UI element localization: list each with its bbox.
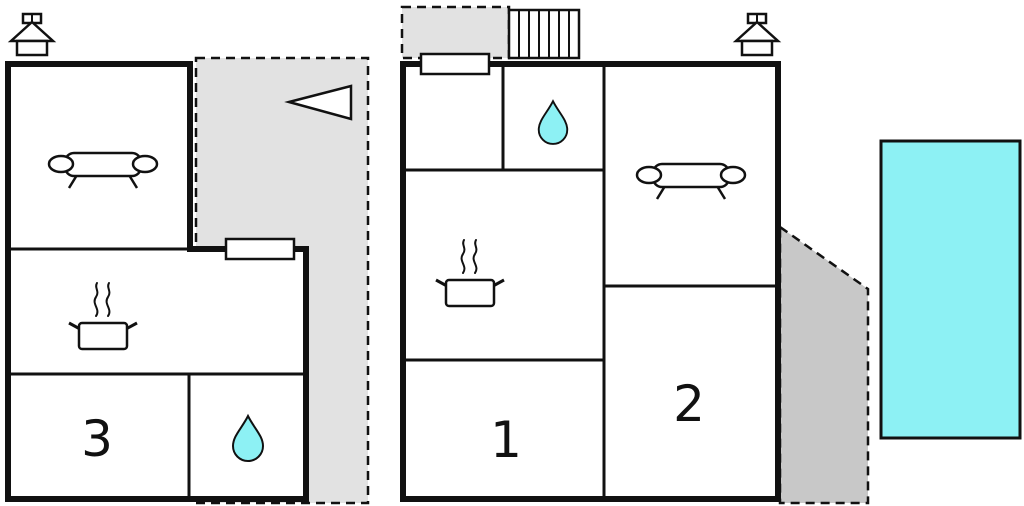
steam-icon: [472, 239, 478, 274]
left-building-interior-walls: [8, 247, 306, 499]
stove-pot-icon-right: [435, 239, 505, 308]
room-2-label: 2: [673, 375, 705, 433]
window-marker-right: [419, 52, 491, 76]
stove-pot-icon-left: [68, 282, 138, 351]
right-building-interior-walls: [403, 64, 778, 499]
steam-icon: [460, 239, 466, 274]
chimney-icon-right: [732, 12, 782, 57]
steam-icon: [105, 282, 111, 317]
room-1-label: 1: [490, 411, 522, 469]
terrace-top: [400, 5, 511, 60]
steam-icon: [93, 282, 99, 317]
window-marker-left: [224, 237, 296, 261]
sofa-icon-right: [635, 162, 747, 200]
chimney-icon-left: [7, 12, 57, 57]
room-3-label: 3: [81, 410, 113, 468]
water-drop-icon-left: [231, 413, 265, 462]
direction-arrow-icon: [284, 84, 353, 121]
terrace-right: [778, 224, 870, 505]
sofa-icon-left: [47, 151, 159, 189]
swimming-pool: [879, 139, 1022, 440]
stairs-icon: [507, 8, 581, 60]
water-drop-icon-right: [537, 99, 569, 145]
